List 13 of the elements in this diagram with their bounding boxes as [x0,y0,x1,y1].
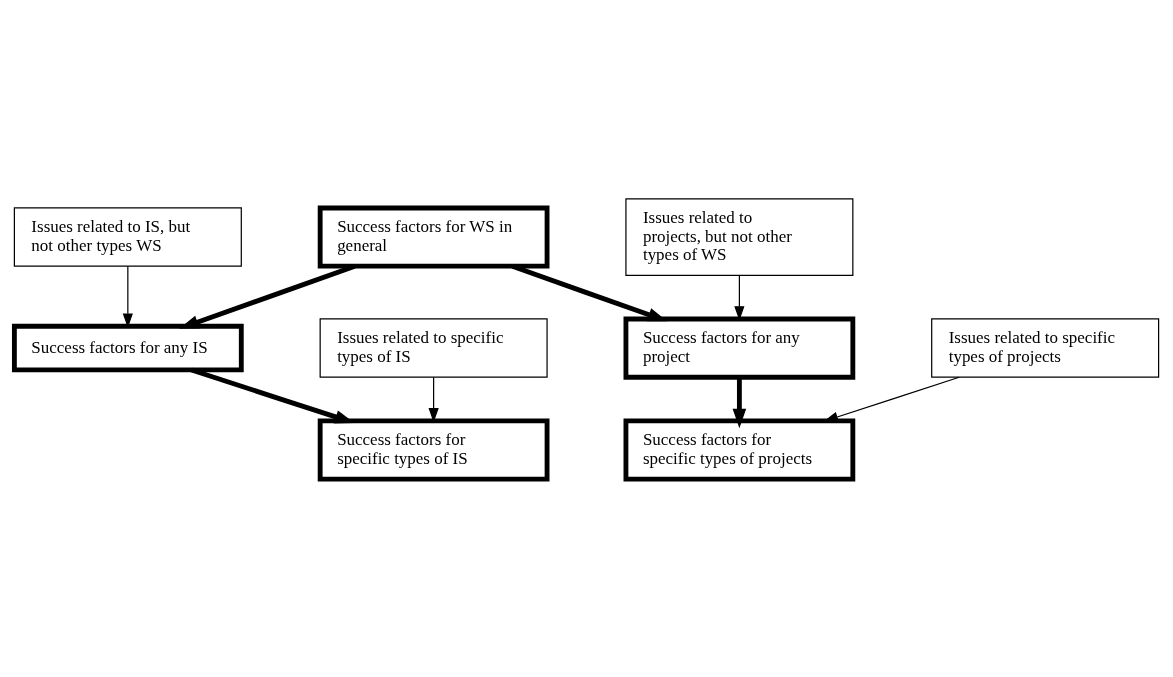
node-box: Issues related to specific types of IS [319,317,548,378]
node-box: Issues related to IS, but not other types WS [13,206,242,267]
node-box: Issues related to specific types of projects [931,317,1160,378]
arrow [190,367,355,423]
node-box: Success factors for any IS [11,323,244,372]
node-box: Success factors for specific types of IS [317,417,550,482]
arrow [179,263,356,329]
node-box: Success factors for specific types of projects [623,417,856,482]
arrow [511,263,668,321]
node-box: Issues related to projects, but not other types of WS [625,197,854,276]
node-box: Success factors for any project [623,316,856,380]
node-box: Success factors for WS in general [317,205,550,269]
arrow [732,377,747,428]
